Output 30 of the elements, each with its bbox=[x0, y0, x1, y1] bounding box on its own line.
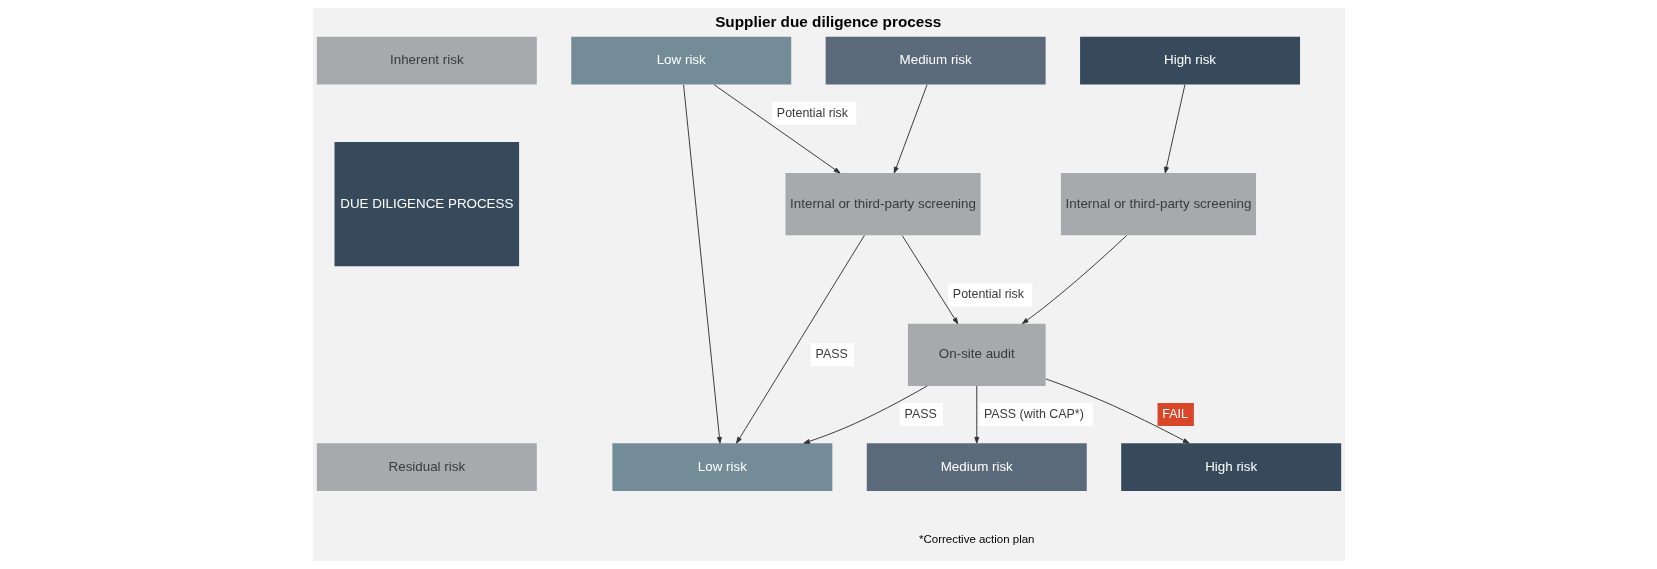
arrow bbox=[1021, 234, 1127, 325]
node-box: Low risk bbox=[570, 36, 791, 85]
node-box: Internal or third-party screening bbox=[1060, 173, 1256, 236]
edge-label: PASS (with CAP*) bbox=[983, 406, 1084, 421]
arrow bbox=[713, 84, 840, 174]
node-box: Low risk bbox=[611, 443, 832, 492]
node-box: On-site audit bbox=[907, 323, 1046, 386]
node-box: Inherent risk bbox=[316, 36, 537, 85]
arrow bbox=[1044, 378, 1190, 444]
arrow bbox=[1163, 84, 1185, 174]
node-box: Medium risk bbox=[825, 36, 1046, 85]
arrow bbox=[735, 234, 865, 444]
arrow bbox=[973, 385, 979, 444]
arrow bbox=[682, 84, 722, 444]
node-box: Residual risk bbox=[316, 443, 537, 492]
edge-label: Potential risk bbox=[952, 287, 1024, 302]
node-box: Medium risk bbox=[866, 443, 1087, 492]
node-box: Internal or third-party screening bbox=[785, 173, 981, 236]
edge-label: Potential risk bbox=[776, 105, 848, 120]
edge-label: FAIL bbox=[1161, 406, 1188, 421]
edge-label: PASS bbox=[815, 347, 848, 362]
node-box: High risk bbox=[1120, 443, 1341, 492]
arrow bbox=[802, 385, 928, 444]
edge-label: PASS bbox=[904, 406, 937, 421]
node-box: DUE DILIGENCE PROCESS bbox=[334, 142, 519, 267]
node-box: High risk bbox=[1079, 36, 1300, 85]
label: *Corrective action plan bbox=[918, 532, 1034, 545]
arrow bbox=[893, 84, 928, 174]
arrow bbox=[901, 235, 958, 325]
diagram-title: Supplier due diligence process bbox=[714, 13, 941, 31]
